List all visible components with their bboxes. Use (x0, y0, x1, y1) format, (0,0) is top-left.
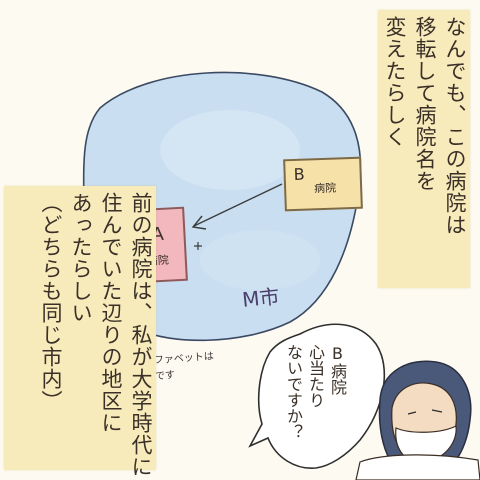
hospital-b-letter: B (293, 164, 305, 185)
city-label: M市 (241, 284, 281, 312)
caption-top: なんでも、この病院は 移転して病院名を 変えたらしく (378, 10, 470, 288)
caption-left: 前の病院は、私が大学時代に 住んでいた辺りの地区に あったらしい （どちらも同じ… (4, 186, 156, 478)
character-illustration (355, 360, 480, 480)
speech-text: B病院 心当たり ないですか？ (284, 344, 347, 440)
speech-bubble (248, 323, 386, 469)
relocation-arrow (191, 183, 283, 230)
hospital-b-building: B 病院 (283, 156, 363, 212)
hospital-b-word: 病院 (313, 181, 337, 196)
